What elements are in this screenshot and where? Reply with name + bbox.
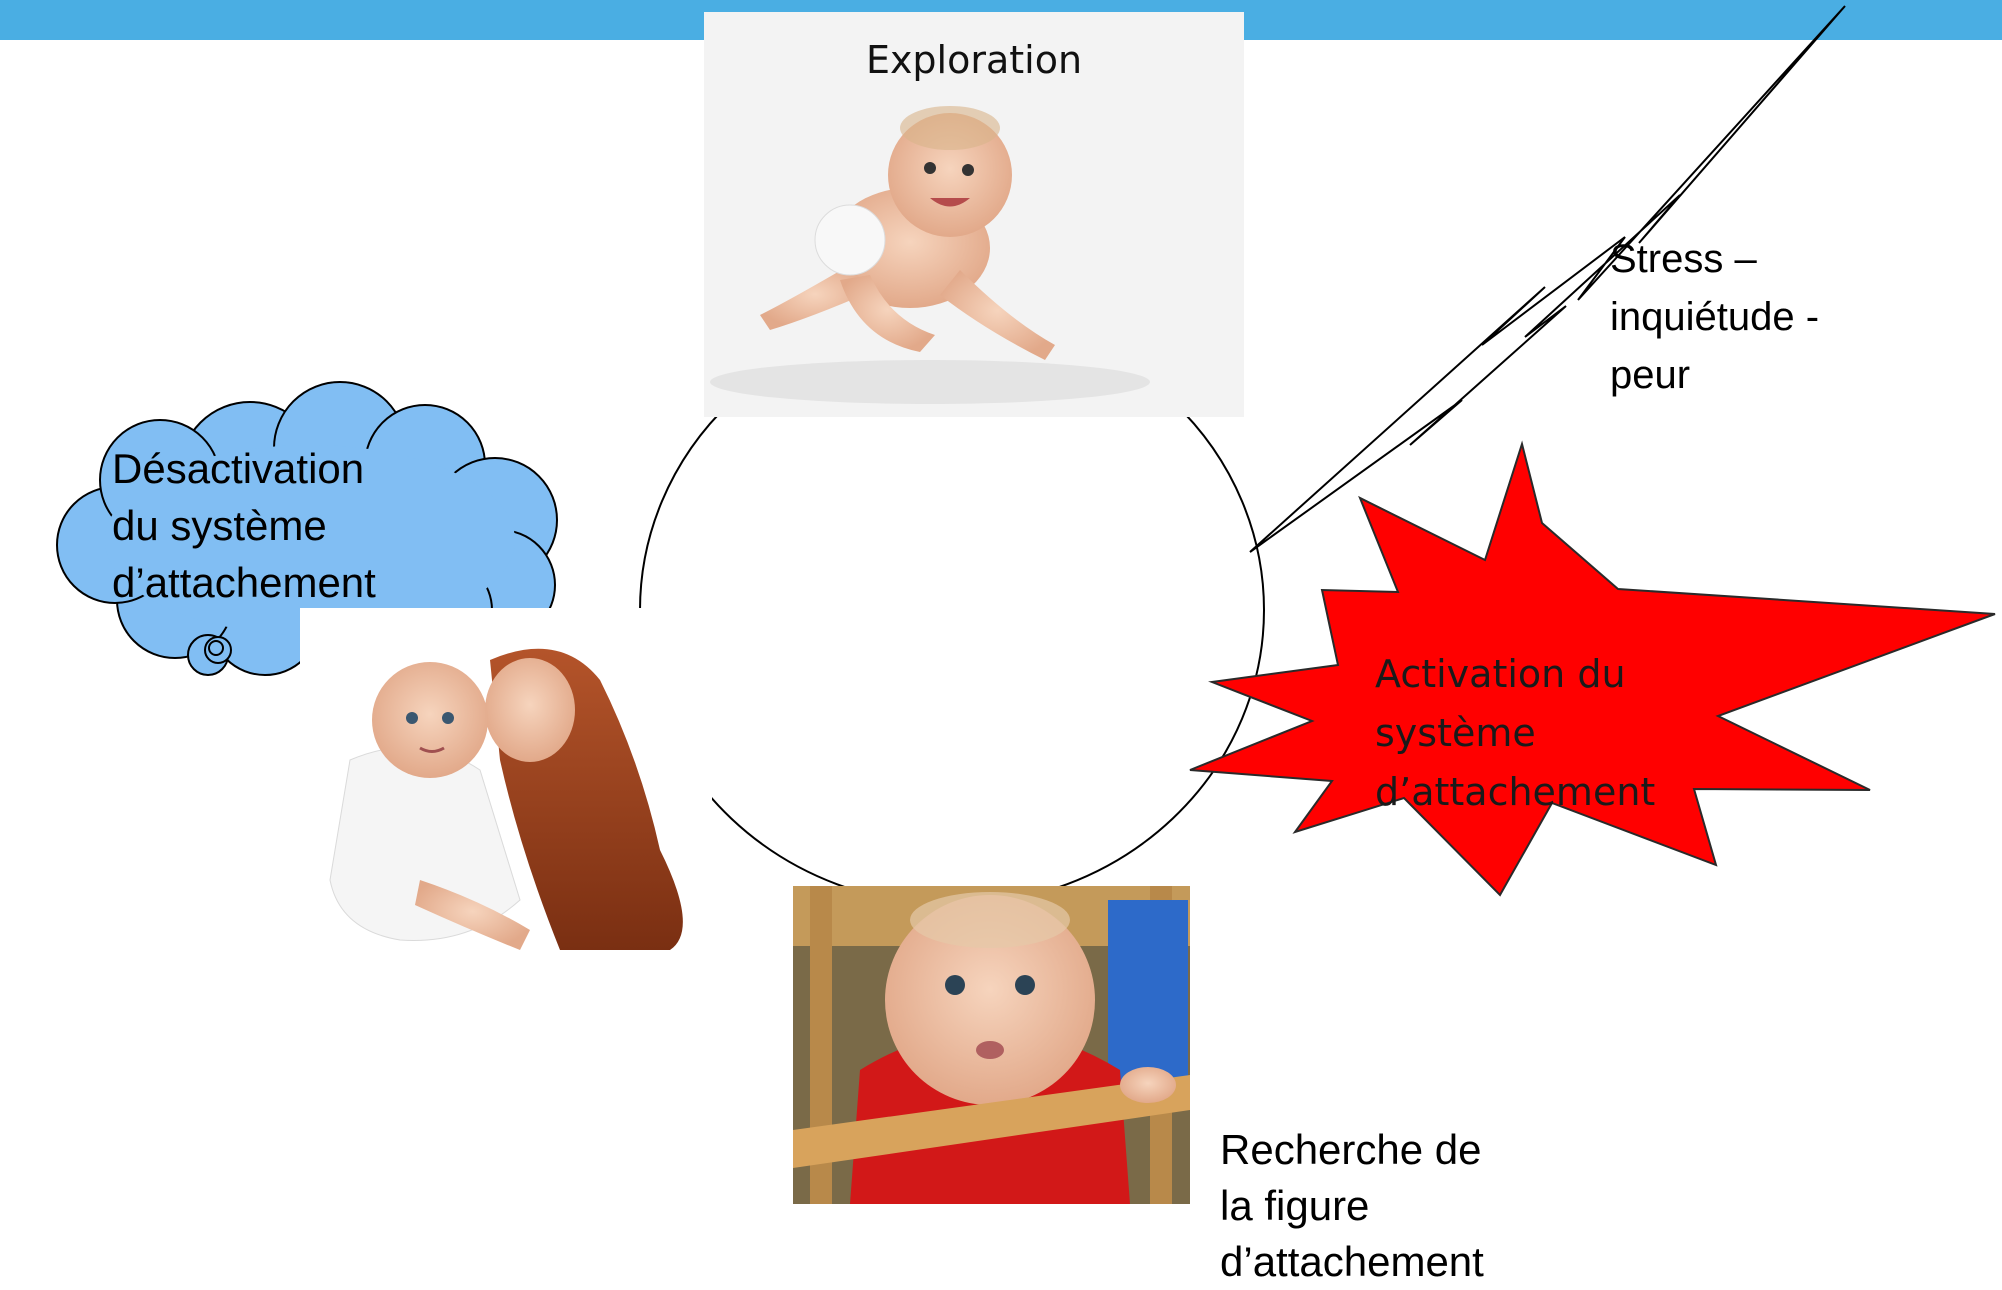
search-label: Recherche de la figure d’attachement (1220, 1122, 1484, 1290)
stress-line-1: Stress – (1610, 237, 1757, 281)
activation-label: Activation du système d’attachement (1375, 645, 1655, 822)
activation-line-3: d’attachement (1375, 770, 1656, 814)
crib-baby-photo (793, 886, 1190, 1204)
activation-line-1: Activation du (1375, 652, 1626, 696)
search-line-2: la figure (1220, 1182, 1370, 1229)
search-line-3: d’attachement (1220, 1238, 1484, 1285)
deactivation-label: Désactivation du système d’attachement (112, 440, 376, 611)
stress-label: Stress – inquiétude - peur (1610, 230, 1819, 404)
exploration-label: Exploration (865, 38, 1083, 82)
deactivation-line-2: du système (112, 502, 327, 549)
lightning-bolt (1249, 5, 1846, 553)
deactivation-line-1: Désactivation (112, 445, 365, 492)
mother-baby-photo (300, 608, 712, 983)
stress-line-2: inquiétude - (1610, 295, 1820, 339)
activation-line-2: système (1375, 711, 1536, 755)
exploration-photo (704, 12, 1244, 417)
stress-line-3: peur (1610, 353, 1691, 397)
search-line-1: Recherche de (1220, 1126, 1482, 1173)
deactivation-line-3: d’attachement (112, 559, 376, 606)
activation-burst (1189, 440, 1996, 897)
